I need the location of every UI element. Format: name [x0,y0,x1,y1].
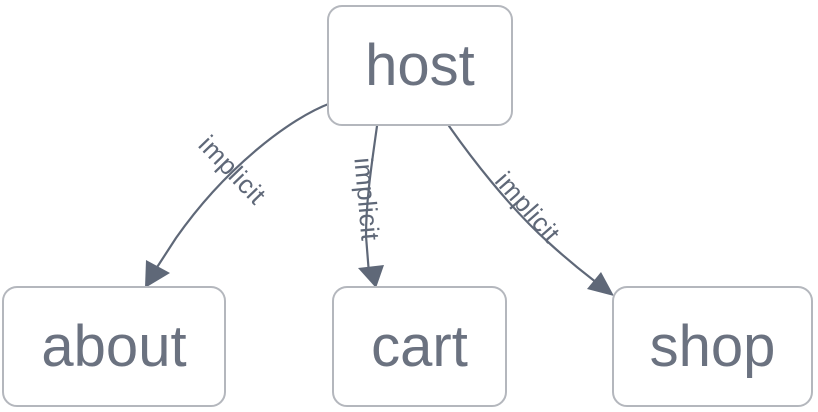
node-about[interactable]: about [2,286,226,407]
arrow-head-icon [587,272,614,296]
edge-host-about-path [150,101,333,277]
edge-host-about[interactable]: implicit [145,101,333,288]
node-shop-label: shop [649,313,776,379]
edge-host-about-label: implicit [193,129,273,210]
arrow-head-icon [145,260,170,288]
arrow-head-icon [358,265,384,288]
edge-host-shop[interactable]: implicit [447,124,614,296]
node-cart[interactable]: cart [332,286,507,407]
edge-host-cart-label: implicit [348,156,385,242]
node-shop[interactable]: shop [612,286,813,407]
node-host-label: host [365,32,475,98]
node-cart-label: cart [371,313,468,379]
node-about-label: about [41,313,187,379]
edge-host-cart-path [364,124,379,276]
edge-host-cart[interactable]: implicit [348,124,386,288]
node-host[interactable]: host [327,5,513,126]
edge-host-shop-label: implicit [489,166,567,249]
edge-host-shop-path [447,124,599,285]
